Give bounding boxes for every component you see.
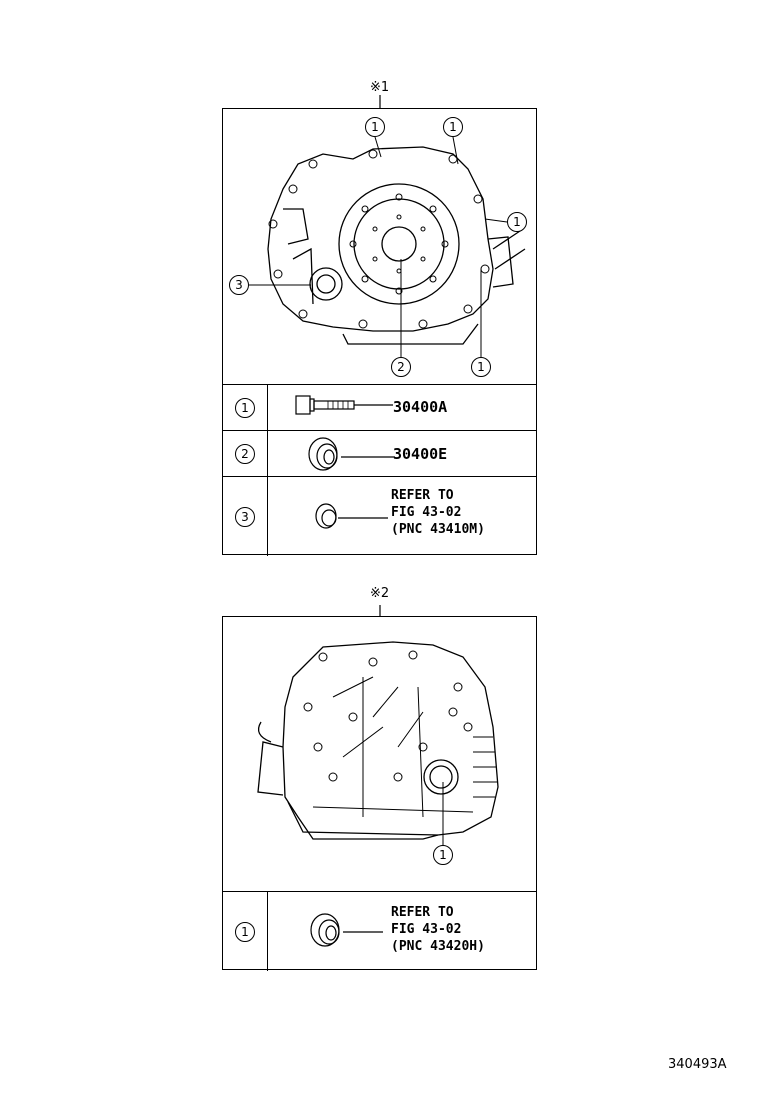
part-number: 30400E [393, 445, 448, 463]
row-index: 1 [235, 397, 255, 418]
reference-text: REFER TO FIG 43-02 (PNC 43420H) [391, 905, 485, 954]
figure-id: 340493A [668, 1057, 727, 1072]
diagram-panel-2: 1 1 REFER TO FIG 43-02 (PNC 43420H) [222, 616, 537, 971]
seal-icon [315, 503, 388, 529]
transmission-front-drawing [249, 136, 526, 359]
part-row-1: 1 REFER TO FIG 43-02 (PNC 43420H) [223, 891, 536, 971]
row-index: 1 [235, 921, 255, 942]
callout-3: 3 [229, 275, 249, 295]
callout-2: 2 [391, 357, 411, 377]
part-row-2: 2 30400E [223, 430, 536, 476]
part-row-3: 3 REFER TO FIG 43-02 (PNC 43410M) [223, 476, 536, 556]
callout-1d: 1 [471, 357, 491, 377]
part-row-1: 1 30400A [223, 384, 536, 430]
row-index: 2 [235, 443, 255, 464]
part-number: 30400A [393, 398, 448, 416]
row-index: 3 [235, 506, 255, 527]
transmission-rear-drawing [257, 641, 499, 845]
reference-text: REFER TO FIG 43-02 (PNC 43410M) [391, 488, 485, 537]
variant-marker-1: ※1 [370, 80, 390, 95]
variant-marker-2: ※2 [370, 586, 390, 601]
bolt-icon [295, 395, 393, 415]
seal-icon [310, 913, 383, 947]
callout-1a: 1 [365, 117, 385, 137]
callout-1b: 1 [443, 117, 463, 137]
seal-icon [308, 437, 395, 471]
callout-1: 1 [433, 845, 453, 865]
callout-1c: 1 [507, 212, 527, 232]
diagram-panel-1: 1 1 1 1 2 3 1 30400A 2 [222, 108, 537, 556]
